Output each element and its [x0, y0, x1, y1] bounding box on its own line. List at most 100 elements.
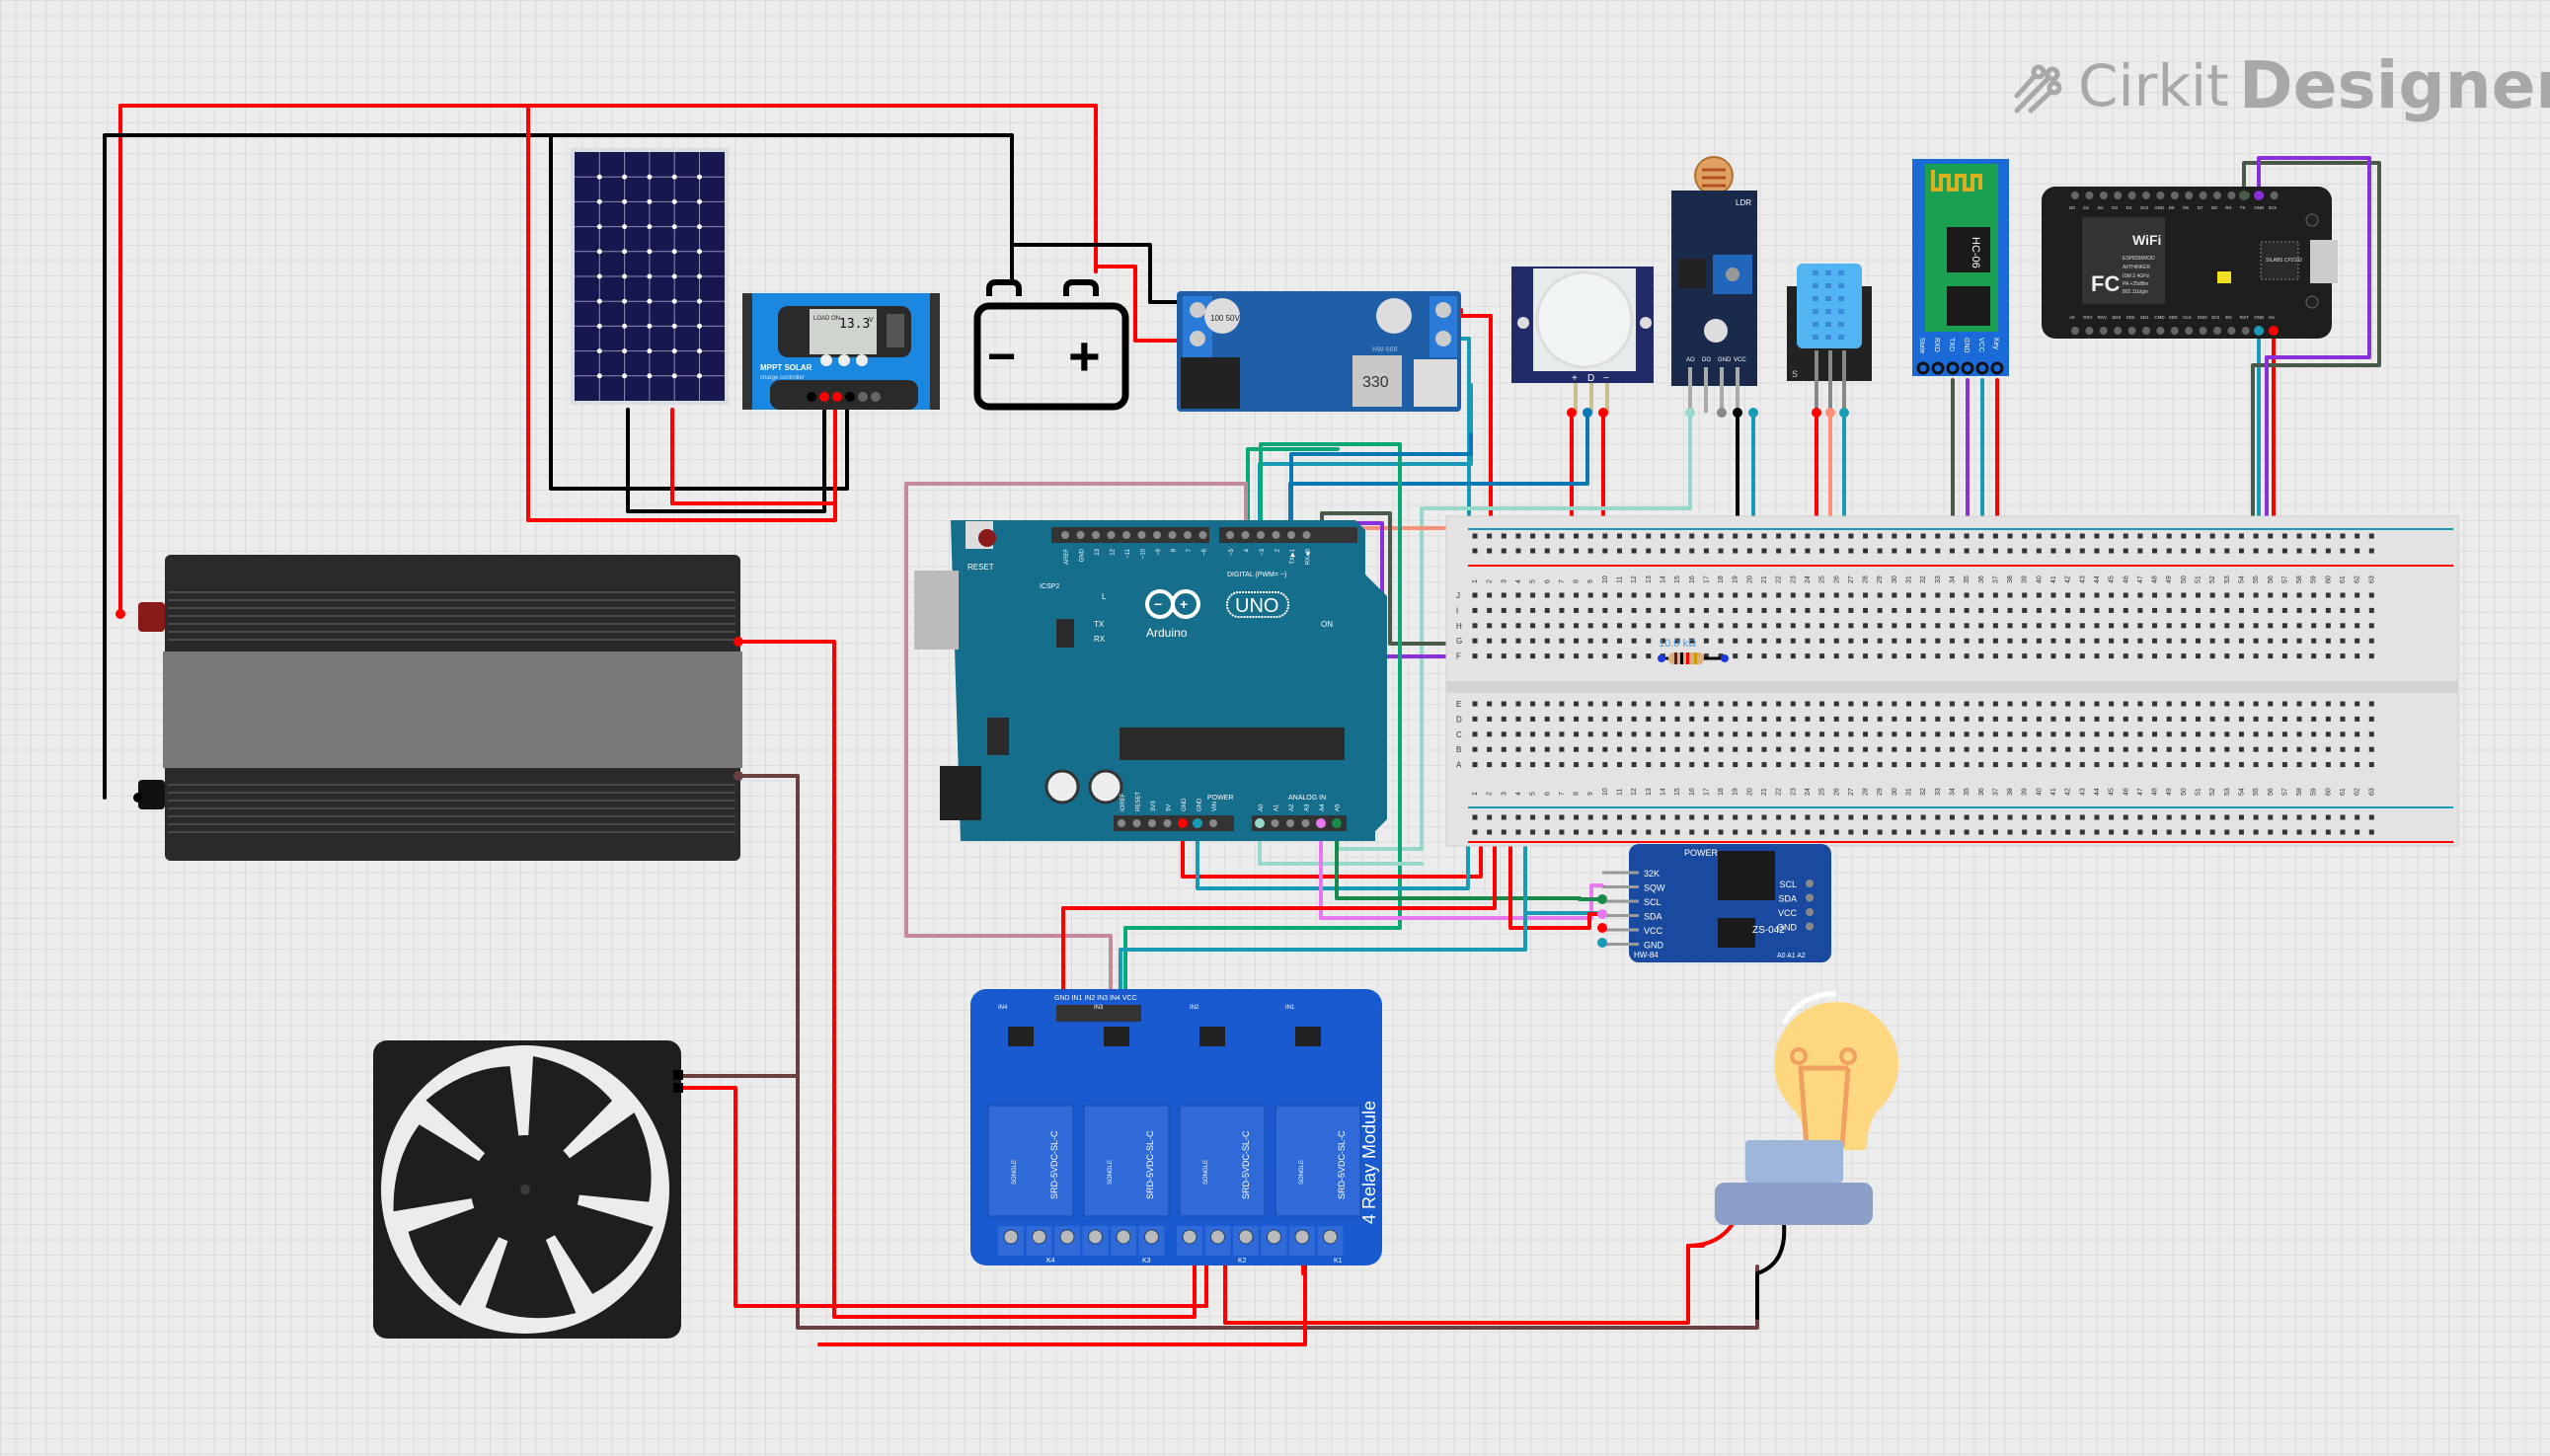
solar-panel[interactable]: [571, 148, 729, 405]
reset-button[interactable]: [978, 529, 996, 547]
power-inverter[interactable]: [138, 555, 742, 861]
arduino-digital-pin[interactable]: [1257, 531, 1265, 539]
arduino-digital-pin[interactable]: [1272, 531, 1280, 539]
controller-terminal[interactable]: [832, 392, 842, 402]
battery[interactable]: − +: [973, 279, 1129, 411]
rtc-pin[interactable]: [1806, 880, 1814, 887]
screw[interactable]: [1003, 1229, 1019, 1245]
breadboard[interactable]: 1122334455667788991010111112121313141415…: [1445, 515, 2459, 847]
reset-button[interactable]: [2305, 295, 2319, 309]
arduino-digital-pin[interactable]: [1226, 531, 1234, 539]
negative-terminal[interactable]: [138, 780, 165, 809]
arduino-digital-pin[interactable]: [1061, 531, 1069, 539]
esp-top-pin[interactable]: [2114, 192, 2123, 199]
esp-bottom-pin[interactable]: [2114, 327, 2123, 335]
arduino-digital-pin[interactable]: [1137, 531, 1146, 539]
esp-top-pin[interactable]: [2071, 192, 2079, 199]
screw[interactable]: [1144, 1229, 1159, 1245]
controller-terminal[interactable]: [871, 392, 881, 402]
esp-top-pin[interactable]: [2199, 192, 2207, 199]
screw[interactable]: [1059, 1229, 1075, 1245]
esp-bottom-pin[interactable]: [2227, 327, 2236, 335]
buck-converter[interactable]: 100 50V 330 HW-668: [1177, 291, 1461, 412]
arduino-digital-pin[interactable]: [1092, 531, 1100, 539]
flash-button[interactable]: [2305, 213, 2319, 227]
screw[interactable]: [1323, 1229, 1338, 1245]
dht11-sensor[interactable]: S: [1787, 264, 1872, 413]
esp-top-pin[interactable]: [2170, 192, 2179, 199]
arduino-digital-pin[interactable]: [1153, 531, 1161, 539]
esp-bottom-pin[interactable]: [2170, 327, 2179, 335]
screw[interactable]: [1088, 1229, 1103, 1245]
rtc-pin[interactable]: [1806, 922, 1814, 931]
esp-top-pin[interactable]: [2270, 192, 2279, 199]
esp-top-pin[interactable]: [2227, 192, 2236, 199]
screw[interactable]: [1238, 1229, 1254, 1245]
arduino-digital-pin[interactable]: [1198, 531, 1207, 539]
arduino-digital-pin[interactable]: [1168, 531, 1177, 539]
arduino-digital-pin[interactable]: [1076, 531, 1085, 539]
arduino-uno[interactable]: RESET ICSP2 − + UNO Arduino ON L TX RX D…: [914, 520, 1387, 841]
menu-button[interactable]: [820, 354, 832, 366]
screw[interactable]: [1210, 1229, 1225, 1245]
arduino-power-pin[interactable]: [1148, 819, 1156, 827]
breadboard-hole: [2166, 716, 2172, 722]
esp-top-pin[interactable]: [2185, 192, 2194, 199]
screw[interactable]: [1267, 1229, 1281, 1245]
arduino-power-pin[interactable]: [1209, 819, 1217, 827]
arduino-analog-pin[interactable]: [1286, 819, 1294, 827]
pir-sensor[interactable]: +D−: [1511, 267, 1654, 413]
column-label: 62: [2355, 575, 2361, 583]
esp-bottom-pin[interactable]: [2142, 327, 2150, 335]
arduino-digital-pin[interactable]: [1122, 531, 1130, 539]
esp-bottom-pin[interactable]: [2199, 327, 2207, 335]
resistor[interactable]: 10.0 kΩ: [1658, 638, 1729, 664]
arduino-power-pin[interactable]: [1132, 819, 1141, 827]
esp-bottom-pin[interactable]: [2127, 327, 2136, 335]
esp-top-pin[interactable]: [2213, 192, 2221, 199]
arduino-digital-pin[interactable]: [1302, 531, 1311, 539]
rtc-pin[interactable]: [1806, 908, 1814, 916]
esp-bottom-pin[interactable]: [2241, 327, 2250, 335]
esp-top-pin[interactable]: [2099, 192, 2108, 199]
arduino-digital-pin[interactable]: [1184, 531, 1192, 539]
arduino-digital-pin[interactable]: [1241, 531, 1250, 539]
column-label: 42: [2065, 788, 2072, 796]
screw[interactable]: [1182, 1229, 1198, 1245]
screw[interactable]: [1116, 1229, 1131, 1245]
arduino-digital-pin[interactable]: [1287, 531, 1295, 539]
arduino-power-pin[interactable]: [1163, 819, 1172, 827]
esp-bottom-pin[interactable]: [2156, 327, 2165, 335]
arduino-analog-pin[interactable]: [1271, 819, 1279, 827]
controller-terminal[interactable]: [858, 392, 868, 402]
arduino-digital-pin[interactable]: [1107, 531, 1116, 539]
positive-terminal[interactable]: [138, 602, 165, 632]
down-button[interactable]: [856, 354, 868, 366]
arduino-analog-pin[interactable]: [1301, 819, 1310, 827]
esp-bottom-pin[interactable]: [2185, 327, 2194, 335]
light-bulb[interactable]: [1715, 991, 1899, 1225]
dc-fan[interactable]: [373, 1038, 683, 1347]
arduino-power-pin[interactable]: [1118, 819, 1125, 827]
charge-controller[interactable]: LOAD ON 13.3 V MPPT SOLAR charge control…: [742, 293, 940, 410]
controller-terminal[interactable]: [807, 392, 816, 402]
esp-bottom-pin[interactable]: [2213, 327, 2221, 335]
esp-top-pin[interactable]: [2142, 192, 2150, 199]
controller-terminal[interactable]: [819, 392, 829, 402]
controller-terminal[interactable]: [845, 392, 855, 402]
esp-top-pin[interactable]: [2127, 192, 2136, 199]
up-button[interactable]: [838, 354, 850, 366]
relay-module-4ch[interactable]: GND IN1 IN2 IN3 IN4 VCC 4 Relay Module S…: [970, 989, 1382, 1265]
screw[interactable]: [1294, 1229, 1310, 1245]
rtc-pin[interactable]: [1806, 893, 1814, 902]
esp-top-pin[interactable]: [2156, 192, 2165, 199]
esp-bottom-pin[interactable]: [2071, 327, 2079, 335]
esp-top-pin[interactable]: [2085, 192, 2094, 199]
rtc-ds3231[interactable]: POWER ZS-042 HW-84 A0 A1 A2 32KSQWSCLSDA…: [1602, 844, 1831, 962]
esp-bottom-pin[interactable]: [2099, 327, 2108, 335]
esp8266-nodemcu[interactable]: WiFi FC ESP8266MOD AI/THINKER ISM 2.4GHz…: [2042, 187, 2338, 339]
esp-bottom-pin[interactable]: [2085, 327, 2094, 335]
screw[interactable]: [1032, 1229, 1046, 1245]
